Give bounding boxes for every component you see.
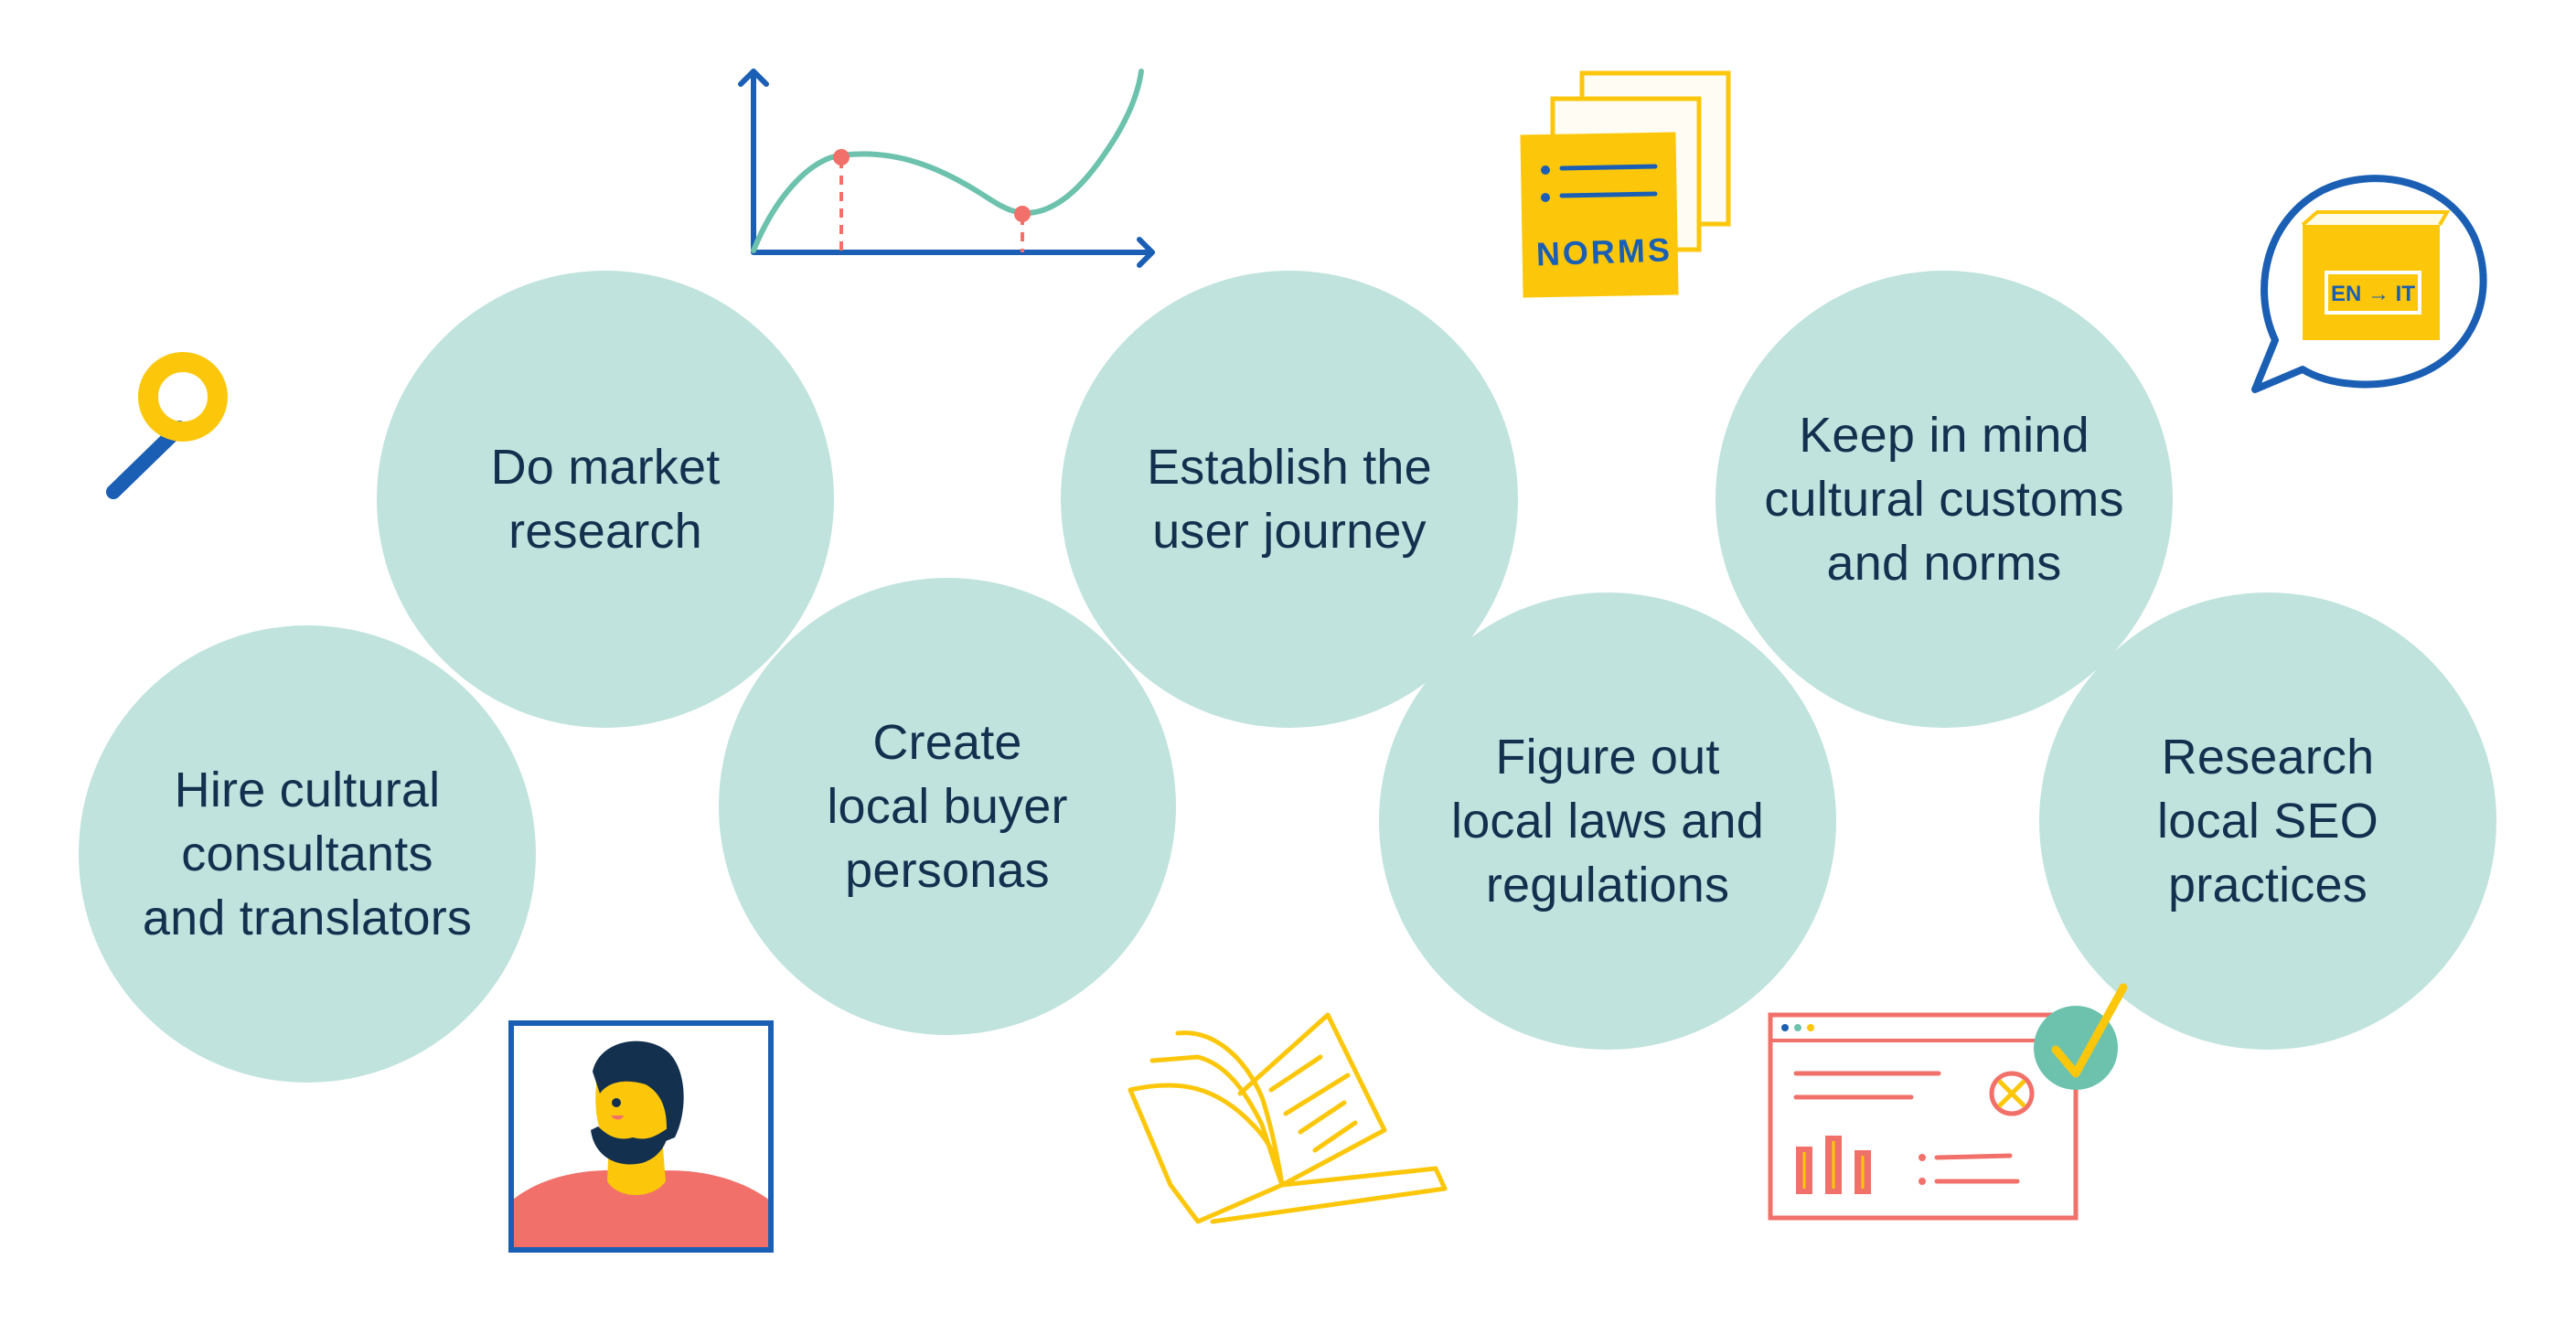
- step-local-seo: Research local SEO practices: [2039, 592, 2496, 1050]
- dictionary-label: EN → IT: [2331, 282, 2415, 306]
- step-laws-regulations-label: Figure out local laws and regulations: [1451, 730, 1764, 912]
- dictionary-speech-bubble-icon: EN → IT: [2251, 175, 2487, 393]
- step-hire-consultants: Hire cultural consultants and translator…: [79, 625, 536, 1083]
- step-user-journey-label: Establish the user journey: [1147, 440, 1432, 559]
- norms-label: NORMS: [1535, 230, 1673, 272]
- step-cultural-customs: Keep in mind cultural customs and norms: [1716, 271, 2173, 728]
- step-hire-consultants-label: Hire cultural consultants and translator…: [142, 763, 473, 945]
- step-local-seo-label: Research local SEO practices: [2157, 730, 2378, 912]
- line-chart-icon: [738, 69, 1155, 268]
- step-buyer-personas: Create local buyer personas: [719, 578, 1176, 1035]
- step-laws-regulations: Figure out local laws and regulations: [1379, 592, 1836, 1050]
- step-market-research: Do market research: [377, 271, 834, 728]
- step-market-research-label: Do market research: [490, 440, 721, 559]
- bearded-person-portrait-icon: [508, 1020, 774, 1253]
- step-user-journey: Establish the user journey: [1061, 271, 1518, 728]
- open-book-icon: [1128, 1012, 1448, 1224]
- sticky-notes-icon: NORMS: [1520, 70, 1731, 298]
- magnifying-glass-icon: [106, 352, 228, 499]
- step-cultural-customs-label: Keep in mind cultural customs and norms: [1764, 408, 2124, 591]
- seo-dashboard-check-icon: [1768, 983, 2128, 1221]
- step-buyer-personas-label: Create local buyer personas: [827, 715, 1068, 898]
